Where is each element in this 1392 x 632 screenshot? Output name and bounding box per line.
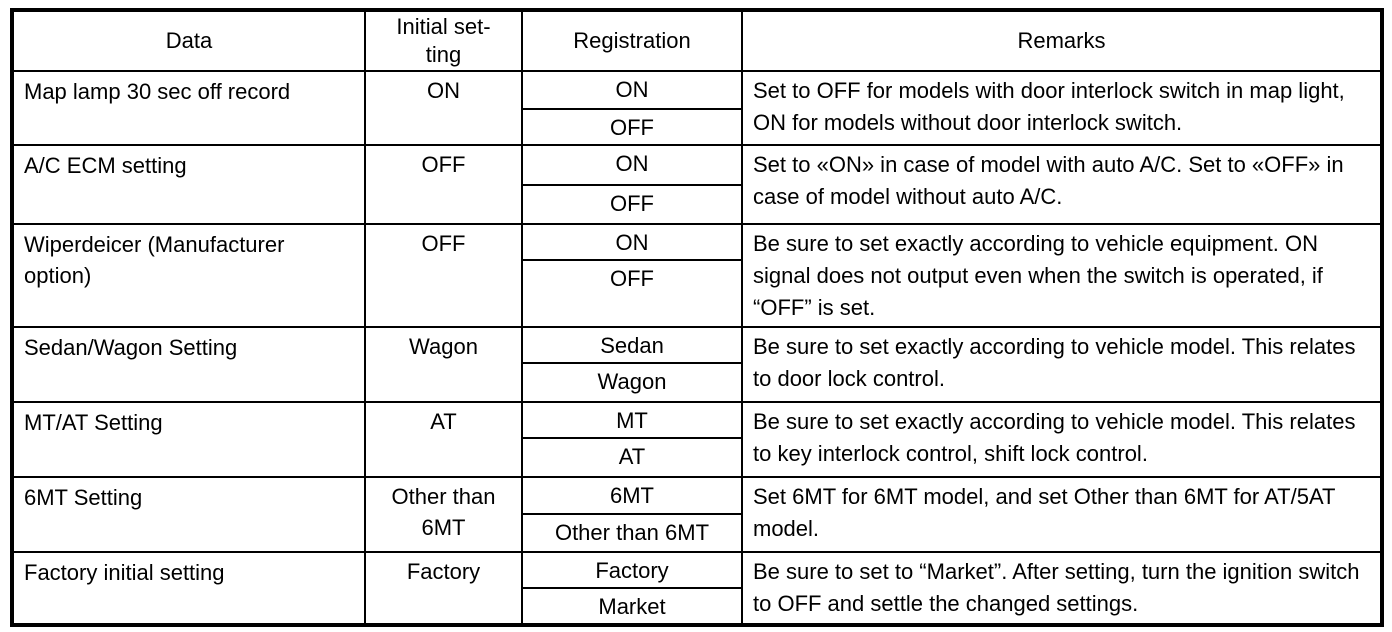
registration-option-cell: Wagon xyxy=(521,362,743,403)
data-cell: Factory initial setting xyxy=(11,551,366,626)
remarks-cell: Set to «ON» in case of model with auto A… xyxy=(741,144,1383,225)
table-row: Market xyxy=(12,587,1382,626)
table-row: OFF xyxy=(12,259,1382,328)
initial-setting-cell: ON xyxy=(364,70,523,146)
data-cell: Sedan/Wagon Setting xyxy=(11,326,366,403)
initial-setting-cell: Wagon xyxy=(364,326,523,403)
registration-option-cell: AT xyxy=(521,437,743,478)
registration-option-cell: MT xyxy=(521,401,743,439)
header-data: Data xyxy=(11,9,366,72)
table-row: OFF xyxy=(12,184,1382,225)
table-row: A/C ECM setting OFF ON Set to «ON» in ca… xyxy=(11,144,1383,225)
table-row: Wiperdeicer (Manufacturer option) OFF ON… xyxy=(11,223,1383,328)
remarks-cell: Set to OFF for models with door interloc… xyxy=(741,70,1383,146)
data-cell: MT/AT Setting xyxy=(11,401,366,478)
registration-option-cell: Market xyxy=(521,587,743,626)
data-cell: Wiperdeicer (Manufacturer option) xyxy=(11,223,366,328)
remarks-cell: Be sure to set exactly according to vehi… xyxy=(741,326,1383,403)
registration-option-cell: OFF xyxy=(521,108,743,146)
header-remarks: Remarks xyxy=(741,9,1383,72)
registration-option-cell: Sedan xyxy=(521,326,743,364)
table-row: OFF xyxy=(12,108,1382,146)
registration-option-cell: OFF xyxy=(521,259,743,328)
data-cell: Map lamp 30 sec off record xyxy=(11,70,366,146)
registration-option-cell: Factory xyxy=(521,551,743,589)
header-initial-setting: Initial set- ting xyxy=(364,9,523,72)
remarks-cell: Be sure to set exactly according to vehi… xyxy=(741,401,1383,478)
data-cell: A/C ECM setting xyxy=(11,144,366,225)
header-registration: Registration xyxy=(521,9,743,72)
table-row: Other than 6MT xyxy=(12,513,1382,553)
initial-setting-cell: OFF xyxy=(364,223,523,328)
remarks-cell: Set 6MT for 6MT model, and set Other tha… xyxy=(741,476,1383,553)
remarks-cell: Be sure to set exactly according to vehi… xyxy=(741,223,1383,328)
initial-setting-cell: Other than 6MT xyxy=(364,476,523,553)
initial-setting-cell: Factory xyxy=(364,551,523,626)
data-cell: 6MT Setting xyxy=(11,476,366,553)
settings-table: Data Initial set- ting Registration Rema… xyxy=(10,8,1384,627)
remarks-cell: Be sure to set to “Market”. After settin… xyxy=(741,551,1383,626)
initial-setting-cell: AT xyxy=(364,401,523,478)
registration-option-cell: ON xyxy=(521,70,743,110)
table-row: Wagon xyxy=(12,362,1382,403)
registration-option-cell: Other than 6MT xyxy=(521,513,743,553)
table-row: Map lamp 30 sec off record ON ON Set to … xyxy=(11,70,1383,146)
initial-setting-cell: OFF xyxy=(364,144,523,225)
header-row: Data Initial set- ting Registration Rema… xyxy=(11,9,1383,72)
settings-table-container: Data Initial set- ting Registration Rema… xyxy=(10,8,1384,627)
table-row: Factory initial setting Factory Factory … xyxy=(11,551,1383,626)
registration-option-cell: 6MT xyxy=(521,476,743,515)
registration-option-cell: OFF xyxy=(521,184,743,225)
table-row: 6MT Setting Other than 6MT 6MT Set 6MT f… xyxy=(11,476,1383,553)
table-row: MT/AT Setting AT MT Be sure to set exact… xyxy=(11,401,1383,478)
registration-option-cell: ON xyxy=(521,223,743,261)
table-row: Sedan/Wagon Setting Wagon Sedan Be sure … xyxy=(11,326,1383,403)
table-row: AT xyxy=(12,437,1382,478)
registration-option-cell: ON xyxy=(521,144,743,186)
